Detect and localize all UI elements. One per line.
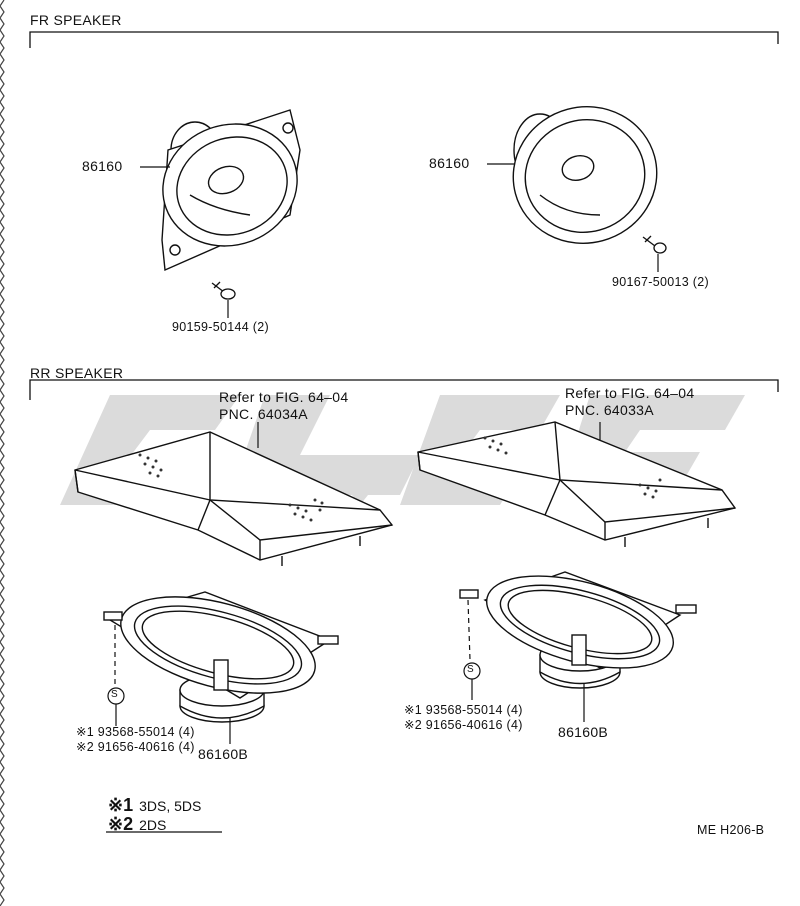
rear-right-grille-drawing: [417, 421, 737, 547]
perforated-edge: [0, 0, 5, 906]
rear-right-note1: ※1 93568-55014 (4): [404, 703, 523, 717]
rear-right-s-symbol: S: [467, 664, 474, 675]
front-right-screw-part: 90167-50013 (2): [612, 275, 709, 289]
rear-right-note2: ※2 91656-40616 (4): [404, 718, 523, 732]
section-frames: [29, 31, 779, 400]
front-left-screw-drawing: [211, 281, 236, 300]
rear-left-part-number: 86160B: [198, 746, 249, 762]
rear-left-speaker-drawing: [103, 591, 339, 723]
front-left-leaders: [140, 166, 229, 318]
rear-left-ref-line1: Refer to FIG. 64–04: [219, 389, 349, 405]
front-left-speaker-drawing: [161, 109, 301, 272]
legend-item-1-text: 3DS, 5DS: [139, 798, 202, 814]
rear-left-s-symbol: S: [111, 689, 118, 700]
rear-left-note2: ※2 91656-40616 (4): [76, 740, 195, 754]
rear-left-dashed-leader: [107, 625, 231, 744]
front-right-speaker-drawing: [512, 106, 658, 244]
legend-item-1: ※1 3DS, 5DS: [108, 795, 201, 816]
legend-item-2-mark: ※2: [108, 814, 134, 834]
front-left-part-number: 86160: [82, 158, 123, 174]
rear-right-ref-line2: PNC. 64033A: [565, 402, 654, 418]
rear-left-note1: ※1 93568-55014 (4): [76, 725, 195, 739]
front-left-screw-part: 90159-50144 (2): [172, 320, 269, 334]
front-right-part-number: 86160: [429, 155, 470, 171]
fr-speaker-title: FR SPEAKER: [30, 12, 122, 28]
rr-speaker-title: RR SPEAKER: [30, 365, 124, 381]
legend-item-1-mark: ※1: [108, 795, 134, 815]
legend-item-2-text: 2DS: [139, 817, 167, 833]
legend-item-2: ※2 2DS: [108, 814, 166, 835]
figure-code: ME H206-B: [697, 823, 765, 837]
rear-left-ref-line2: PNC. 64034A: [219, 406, 308, 422]
rear-right-speaker-drawing: [459, 571, 697, 689]
front-right-screw-drawing: [642, 235, 667, 254]
rear-left-grille-drawing: [74, 431, 394, 566]
rear-right-dashed-leader: [463, 599, 585, 722]
rear-right-ref-line1: Refer to FIG. 64–04: [565, 385, 695, 401]
rear-right-part-number: 86160B: [558, 724, 609, 740]
front-right-leaders: [487, 163, 659, 272]
